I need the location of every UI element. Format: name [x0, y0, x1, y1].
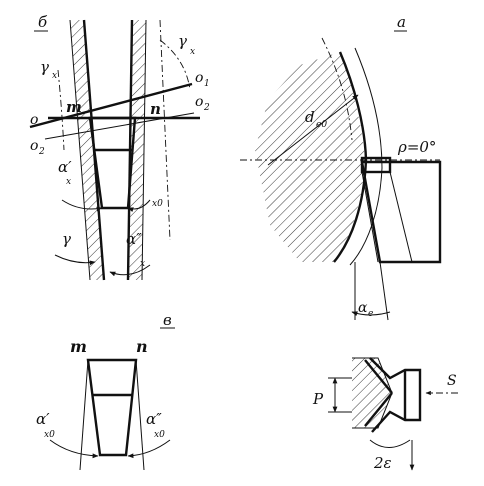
label-alpha-prime-v: α′: [36, 410, 50, 428]
tool-section-v: [86, 358, 138, 457]
thread-flank-upper: [364, 359, 393, 394]
label-n-v: n: [136, 337, 148, 356]
workpiece-hatch: [255, 52, 365, 262]
tool-body: [360, 160, 442, 264]
label-o1: o: [195, 70, 203, 86]
label-alpha-x0: x0: [152, 199, 163, 209]
alpha-guide-2: [379, 261, 389, 321]
line-o1: [29, 82, 193, 129]
label-gamma-bottom: γ: [62, 230, 71, 248]
alpha-prime-arc: [61, 199, 103, 212]
left-wall-outer: [69, 19, 91, 281]
label-alpha-dblprime-v-sub: x0: [154, 430, 165, 440]
label-alpha-prime-sub: x: [66, 177, 71, 187]
label-m-v: m: [70, 337, 87, 356]
diameter-arrow: [267, 94, 359, 166]
alpha-v-guide-left: [79, 359, 89, 471]
label-gamma-left-sub: x: [52, 71, 57, 81]
label-o2-left-sub: 2: [38, 147, 45, 157]
label-n-b: n: [150, 100, 161, 118]
label-alpha-a-sub: e: [368, 309, 373, 319]
label-diameter: d: [305, 108, 315, 126]
panel-v: в m n α′ x0 α″ x0: [36, 311, 175, 471]
alpha-v-guide-right: [135, 359, 145, 471]
label-m-b: m: [66, 98, 82, 116]
right-wall-hatch: [128, 20, 146, 280]
panel-b: б γ x γ x o 1 o 2 o o 2 m: [29, 13, 210, 281]
gamma-bottom-arc: [54, 254, 96, 266]
label-gamma-right-sub: x: [190, 47, 195, 57]
alpha-v-arc-left: [49, 439, 99, 459]
label-angle: 2ε: [373, 454, 392, 472]
right-wall-outer: [141, 19, 147, 281]
label-rho: ρ=0°: [397, 138, 436, 156]
label-alpha-dblprime: α″: [126, 230, 142, 248]
tool-tip: [360, 156, 392, 174]
panel-label-v: в: [163, 311, 172, 329]
panel-b-axis: [159, 19, 171, 241]
thread-workpiece-hatch: [352, 358, 392, 428]
alpha-arc: [351, 311, 391, 316]
label-o: o: [30, 112, 38, 128]
panel-thread: P S 2ε: [312, 357, 458, 472]
alpha-v-arc-right: [127, 439, 171, 459]
tool-flank-2: [361, 171, 379, 263]
tool-arc-outer: [349, 47, 383, 266]
alpha-x0-arc: [127, 199, 151, 212]
label-pitch: P: [312, 390, 324, 408]
gamma-left-arc: [57, 69, 65, 151]
panel-label-a: а: [397, 13, 406, 31]
thread-flank-lower: [364, 392, 393, 427]
label-gamma-left: γ: [40, 58, 49, 76]
label-alpha-a: α: [358, 300, 368, 316]
label-o1-sub: 1: [204, 79, 210, 89]
label-alpha-dblprime-sub: x: [140, 259, 145, 269]
left-wall-hatch: [70, 20, 104, 280]
angle-arc: [369, 439, 411, 448]
label-o2-right: o: [195, 94, 203, 110]
alpha-dblprime-arc: [109, 264, 151, 277]
thread-tool-outline: [369, 357, 422, 433]
label-o2-left: o: [30, 138, 38, 154]
tool-flank: [389, 171, 413, 263]
label-gamma-right: γ: [178, 32, 187, 50]
panel-a: а d e0 ρ=0° α e: [240, 13, 442, 321]
label-feed: S: [447, 373, 457, 389]
gamma-right-arc: [159, 39, 191, 91]
axis-arc: [321, 37, 353, 141]
label-alpha-prime: α′: [58, 158, 72, 176]
label-o2-right-sub: 2: [203, 103, 210, 113]
label-alpha-prime-v-sub: x0: [44, 430, 55, 440]
label-alpha-dblprime-v: α″: [146, 410, 162, 428]
label-diameter-sub: e0: [316, 120, 327, 130]
panel-label-b: б: [38, 13, 48, 31]
